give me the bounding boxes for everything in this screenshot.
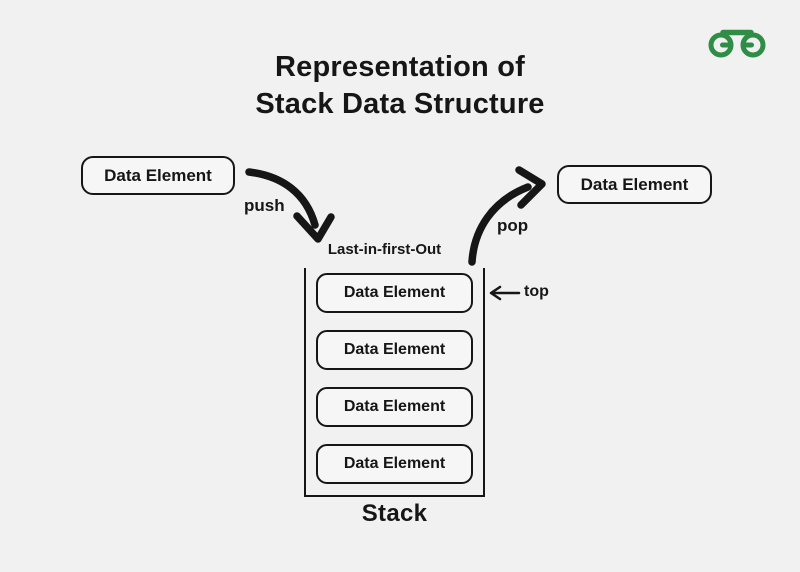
pop-arrow-label: pop — [497, 216, 529, 235]
page-title: Representation of Stack Data Structure — [0, 49, 800, 123]
top-pointer-arrow-head — [489, 285, 502, 301]
page-title-line1: Representation of — [275, 51, 525, 83]
page-title-line2: Stack Data Structure — [255, 88, 545, 120]
push-source-box-label: Data Element — [104, 165, 212, 185]
geeksforgeeks-logo-icon — [708, 29, 766, 58]
stack-item-label: Data Element — [343, 341, 446, 358]
pop-target-box: Data Element — [557, 165, 712, 204]
pop-target-box-label: Data Element — [580, 174, 689, 194]
stack-item: Data Element — [316, 273, 473, 313]
push-source-box: Data Element — [81, 156, 235, 195]
lifo-caption: Last-in-first-Out — [327, 241, 442, 258]
stack-item: Data Element — [316, 444, 473, 484]
stack-item: Data Element — [316, 387, 473, 427]
stack-item: Data Element — [316, 330, 473, 370]
top-pointer-label: top — [524, 283, 549, 300]
stack-container: Data Element Data Element Data Element D… — [304, 268, 485, 497]
stack-item-label: Data Element — [343, 284, 446, 301]
stack-item-label: Data Element — [343, 455, 446, 472]
pop-arrow-head — [515, 166, 546, 209]
stack-item-label: Data Element — [343, 398, 446, 415]
push-arrow-head — [293, 212, 335, 243]
push-arrow-label: push — [244, 196, 285, 215]
stack-caption: Stack — [361, 500, 428, 527]
